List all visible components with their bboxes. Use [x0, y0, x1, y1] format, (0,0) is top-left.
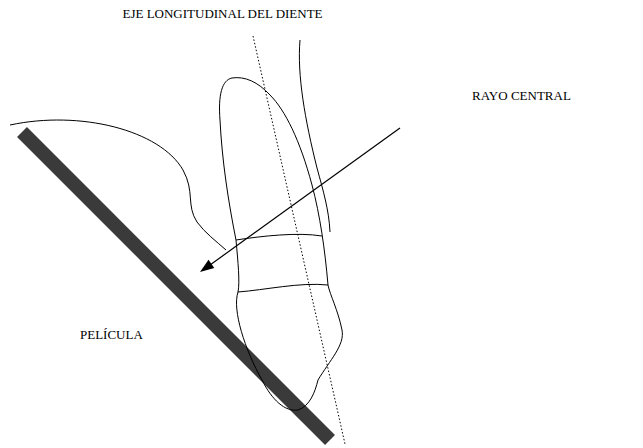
ray-label: RAYO CENTRAL: [472, 88, 622, 103]
arrowhead: [200, 260, 214, 272]
cej-line: [238, 284, 328, 292]
axis-label: EJE LONGITUDINAL DEL DIENTE: [115, 6, 330, 21]
soft-tissue-line: [10, 120, 226, 250]
bone-contour: [299, 40, 330, 232]
central-ray-line: [210, 128, 400, 265]
tooth-outline: [220, 78, 343, 411]
tooth-axis-line: [253, 36, 345, 444]
film-label: PELÍCULA: [80, 327, 190, 342]
film-bar: [22, 132, 330, 440]
